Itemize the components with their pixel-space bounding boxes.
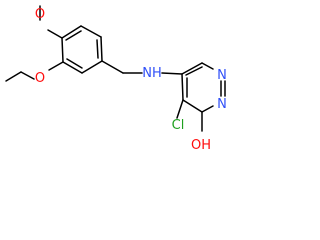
benzene-ring (61, 25, 103, 74)
ring-nitrogen-bottom-label: N (217, 97, 227, 112)
ethoxy-oxygen-label: O (35, 71, 45, 86)
ethoxy-group (5, 61, 64, 82)
pyridazine-ring (181, 62, 226, 113)
methylene-amine-linker (101, 60, 183, 75)
methoxy-group (39, 5, 63, 39)
chloro-hydroxy-substituents (176, 99, 203, 132)
structure-diagram: O O NH N N Cl OH (5, 5, 227, 153)
nh-label: NH (142, 66, 162, 81)
chlorine-label: Cl (172, 118, 185, 133)
ring-nitrogen-top-label: N (217, 68, 227, 83)
methoxy-oxygen-label: O (35, 7, 45, 22)
hydroxyl-label: OH (191, 138, 211, 153)
